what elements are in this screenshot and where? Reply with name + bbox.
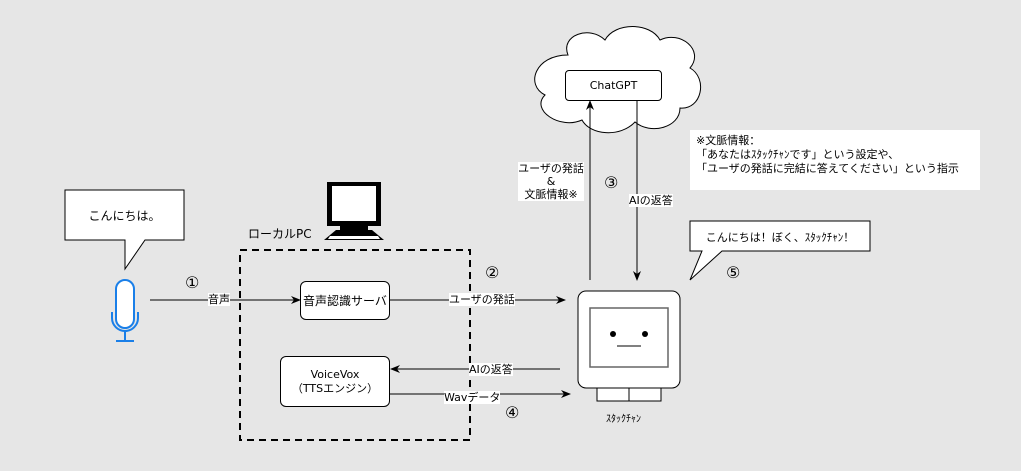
user-speech-bubble [64,189,185,271]
chatgpt-label: ChatGPT [589,78,638,92]
to-chatgpt-label-line1: ユーザの発話 [518,162,584,175]
context-info-note: ※文脈情報： 「あなたはｽﾀｯｸﾁｬﾝです」という設定や、 「ユーザの発話に完結… [690,130,980,190]
robot-bubble-text: こんにちは！ぼく、ｽﾀｯｸﾁｬﾝ！ [705,231,855,244]
step-1: ① [185,273,200,292]
speech-server-label: 音声認識サーバ [303,293,387,308]
voicevox-subtitle: （TTSエンジン） [291,381,379,395]
voicevox-name: VoiceVox [310,367,360,381]
to-chatgpt-arrow-label: ユーザの発話 & 文脈情報※ [518,162,584,201]
context-note-line2: 「あなたはｽﾀｯｸﾁｬﾝです」という設定や、 [696,148,900,161]
step-4: ④ [505,403,520,422]
context-note-line1: ※文脈情報： [696,134,761,147]
step-5: ⑤ [726,263,741,282]
stackchan-label: ｽﾀｯｸﾁｬﾝ [606,414,641,425]
computer-monitor-icon [324,182,384,240]
robot-speech-bubble [689,220,871,281]
user-bubble-text: こんにちは。 [88,209,161,223]
to-chatgpt-label-line2: & [546,175,556,188]
wav-data-label: Wavデータ [444,391,501,404]
ai-reply-to-tts-label: AIの返答 [469,363,513,376]
step-3: ③ [604,173,619,192]
user-utterance-arrow-label: ユーザの発話 [449,293,515,306]
context-note-line3: 「ユーザの発話に完結に答えてください」という指示 [696,162,959,175]
voice-arrow-label: 音声 [208,293,230,306]
stackchan-robot-icon [577,290,681,402]
to-chatgpt-label-line3: 文脈情報※ [524,188,578,201]
voicevox-node: VoiceVox （TTSエンジン） [280,356,390,407]
speech-recognition-server-node: 音声認識サーバ [300,281,390,320]
ai-reply-from-chatgpt-label: AIの返答 [629,194,673,207]
chatgpt-node: ChatGPT [565,70,662,101]
local-pc-label: ローカルPC [248,227,312,241]
step-2: ② [485,263,500,282]
local-pc-boundary [239,249,471,441]
microphone-icon [111,279,139,342]
